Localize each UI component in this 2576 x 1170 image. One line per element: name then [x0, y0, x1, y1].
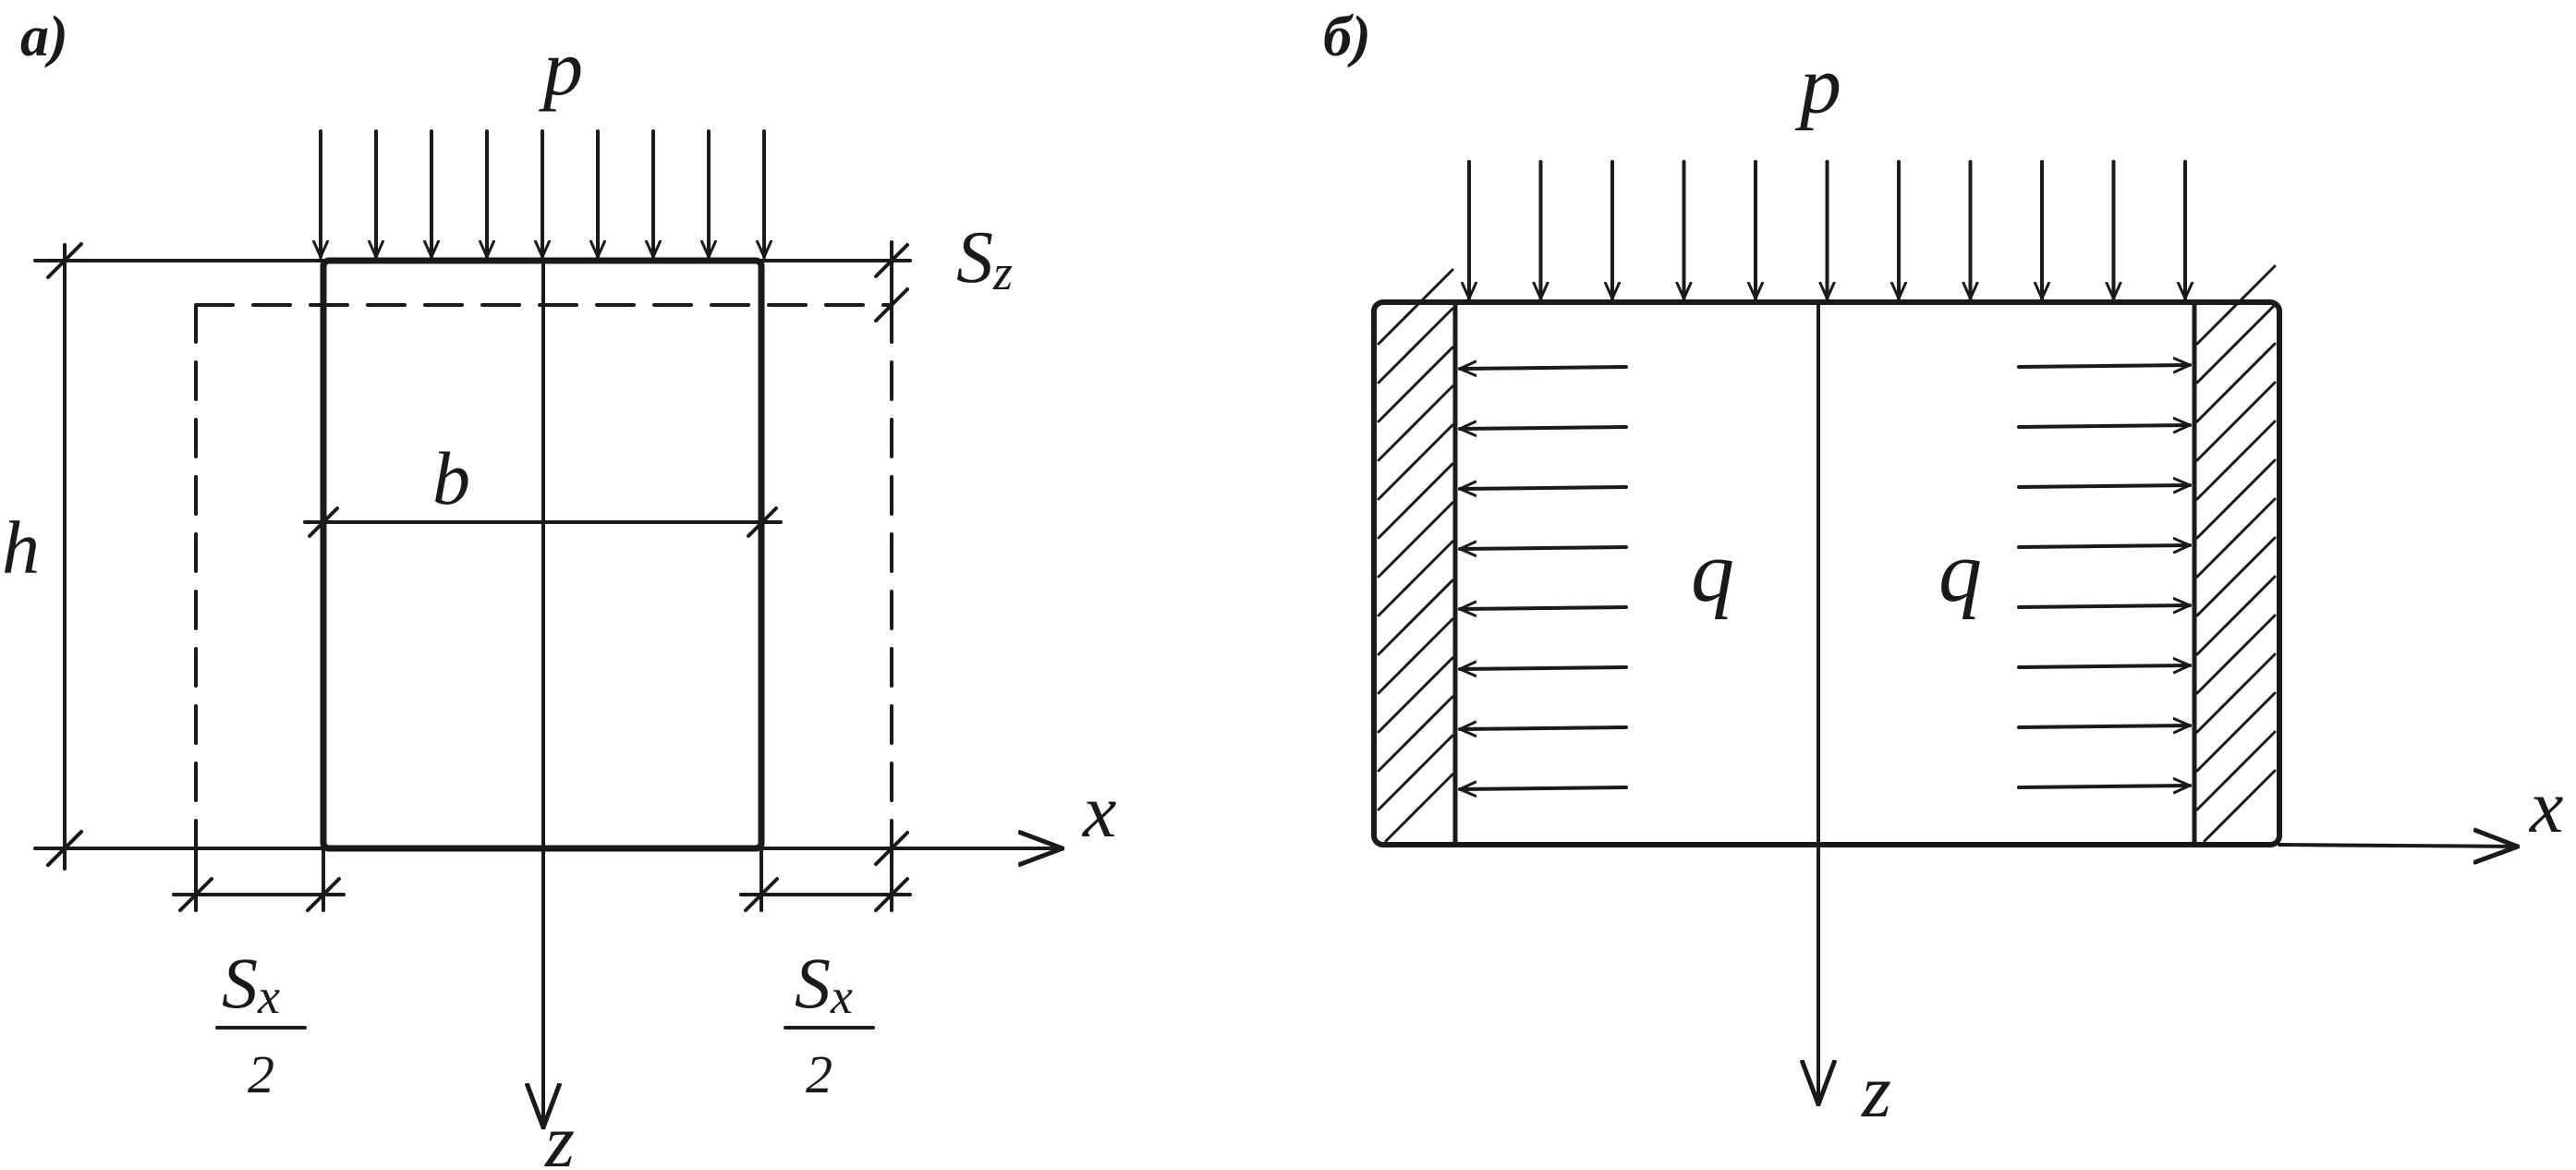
- panel-a-width-tick-right: [747, 506, 778, 538]
- hatch-line: [1377, 346, 1454, 423]
- panel-a-z-label: z: [544, 1099, 575, 1170]
- lateral-arrow: [1460, 367, 1628, 369]
- panel-b-q-right-label: q: [1938, 524, 1982, 620]
- panel-b-load-arrows: [1469, 160, 2185, 300]
- lateral-arrow: [2017, 725, 2190, 727]
- hatch-line: [1377, 656, 1454, 734]
- lateral-arrow: [2017, 786, 2190, 787]
- fraction-right-denominator: 2: [806, 1044, 832, 1104]
- panel-b-x-label: x: [2529, 764, 2563, 848]
- hatch-line: [1377, 540, 1454, 617]
- hatch-line: [2195, 536, 2277, 617]
- panel-a-sx-right-tick-1: [744, 877, 779, 912]
- panel-a-sz-tick-bottom: [874, 287, 909, 323]
- hatch-line: [2195, 614, 2277, 695]
- hatch-line: [1377, 423, 1454, 501]
- panel-b-q-left-label: q: [1691, 524, 1734, 620]
- lateral-arrow: [1460, 547, 1628, 549]
- hatch-line: [2195, 652, 2277, 734]
- hatch-line: [2195, 420, 2277, 501]
- lateral-arrow: [2017, 605, 2190, 607]
- fraction-left-numerator: Sx: [222, 943, 280, 1024]
- hatch-line: [2195, 575, 2277, 656]
- hatch-line: [1377, 501, 1454, 579]
- hatch-line: [1377, 268, 1454, 346]
- panel-a-load-arrows: [321, 129, 764, 259]
- lateral-arrow: [2017, 485, 2190, 487]
- panel-a-sz-tick-top: [874, 243, 909, 278]
- hatch-line: [1377, 462, 1454, 540]
- panel-a-width-tick-left: [308, 506, 339, 538]
- panel-a-x-label: x: [1082, 769, 1116, 853]
- panel-a-width-label: b: [432, 436, 470, 520]
- panel-a-height-label: h: [2, 506, 40, 590]
- hatch-line: [1377, 617, 1454, 695]
- lateral-arrow: [1460, 427, 1628, 429]
- panel-b-z-label: z: [1861, 1049, 1891, 1133]
- hatch-line: [2195, 381, 2277, 462]
- lateral-arrow: [1460, 727, 1628, 729]
- panel-b-foundation-outline: [1371, 299, 2282, 847]
- hatch-line: [1377, 734, 1454, 811]
- fraction-right-numerator: Sx: [795, 943, 853, 1024]
- lateral-arrow: [2017, 425, 2190, 427]
- panel-a-sx-right-tick-2: [874, 877, 909, 912]
- panel-b-lateral-arrows-left: [1460, 367, 1628, 789]
- panel-a-sx-left-tick-2: [306, 877, 341, 912]
- hatch-line: [2195, 691, 2277, 773]
- hatch-line: [2195, 497, 2277, 579]
- hatch-line: [2195, 730, 2277, 811]
- panel-b-lateral-arrows-right: [2017, 365, 2190, 787]
- panel-a-bottom-left-tick: [46, 830, 83, 867]
- panel-a-sx-half-right: Sx 2: [784, 943, 875, 1104]
- lateral-arrow: [2017, 365, 2190, 367]
- hatch-line: [1384, 773, 1454, 843]
- panel-a-sx-left-tick-1: [178, 877, 213, 912]
- panel-b-hatch-right: [2195, 264, 2277, 843]
- hatch-line: [2195, 342, 2277, 423]
- lateral-arrow: [1460, 607, 1628, 609]
- lateral-arrow: [1460, 487, 1628, 489]
- panel-a: а) p b h Sz: [2, 6, 1116, 1170]
- hatch-line: [1377, 695, 1454, 773]
- panel-b-hatch-left: [1377, 268, 1454, 843]
- panel-b: б) p q q x z: [1323, 6, 2563, 1133]
- hatch-line: [2203, 769, 2277, 843]
- hatch-line: [1377, 307, 1454, 384]
- panel-a-load-label: p: [538, 23, 583, 112]
- fraction-left-denominator: 2: [248, 1044, 274, 1104]
- panel-b-tag: б): [1323, 6, 1371, 68]
- panel-a-sz-label: Sz: [956, 217, 1013, 300]
- panel-b-load-label: p: [1794, 40, 1841, 131]
- panel-a-tag: а): [20, 6, 68, 68]
- panel-b-x-axis: [2278, 845, 2518, 847]
- lateral-arrow: [1460, 667, 1628, 669]
- panel-a-bottom-right-tick: [874, 831, 909, 866]
- lateral-arrow: [1460, 787, 1628, 789]
- panel-a-height-tick-top: [46, 242, 83, 279]
- lateral-arrow: [2017, 665, 2190, 667]
- hatch-line: [2195, 303, 2277, 384]
- lateral-arrow: [2017, 545, 2190, 547]
- panel-a-sx-half-left: Sx 2: [215, 943, 307, 1104]
- hatch-line: [2195, 458, 2277, 540]
- hatch-line: [1377, 384, 1454, 462]
- hatch-line: [1377, 579, 1454, 656]
